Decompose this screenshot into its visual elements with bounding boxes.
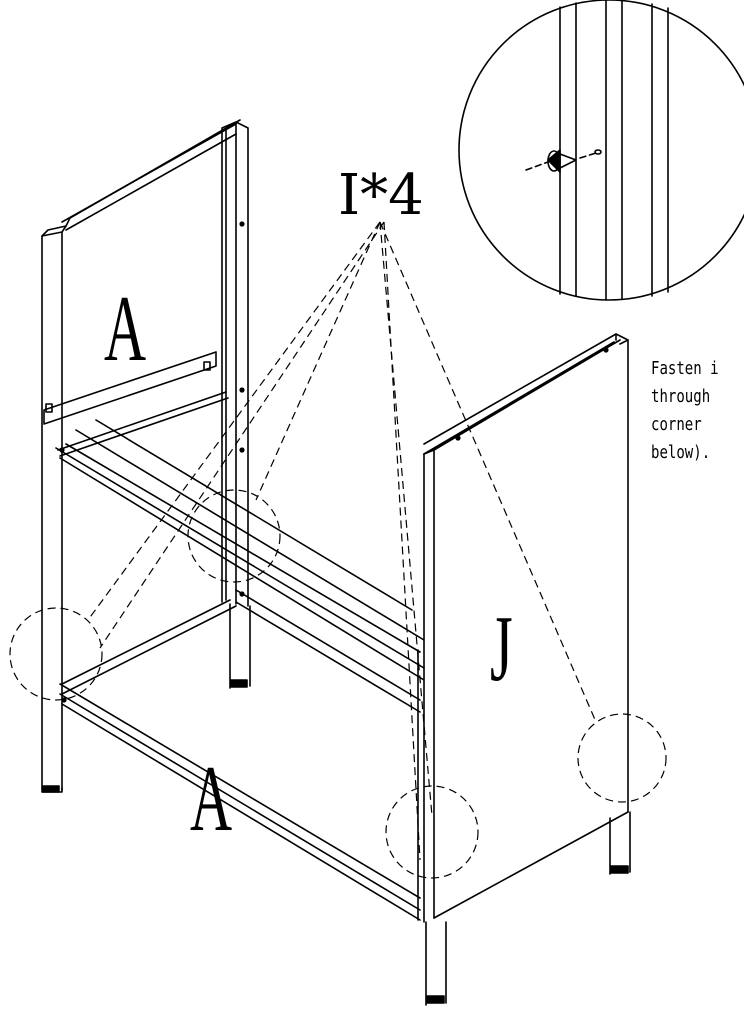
callout-circle-rear-left xyxy=(187,489,281,583)
label-fastener-count: I*4 xyxy=(338,163,424,228)
left-side-frame xyxy=(41,119,251,793)
rear-cross-beam xyxy=(235,589,421,713)
label-panel-j: J xyxy=(490,597,513,701)
callout-circle-front-left xyxy=(9,607,103,701)
bottom-front-beam xyxy=(59,683,421,921)
callout-circle-front-right xyxy=(385,785,479,879)
label-rail-a-bottom: A xyxy=(190,747,233,851)
instruction-line: Fasten i xyxy=(651,358,719,379)
callout-leaders xyxy=(9,221,667,879)
right-side-panel xyxy=(417,333,631,1006)
detail-magnifier xyxy=(458,0,744,301)
instruction-line: through xyxy=(651,386,711,407)
label-panel-a-left: A xyxy=(104,277,147,381)
upper-cross-beam xyxy=(55,419,425,681)
callout-circle-rear-right xyxy=(577,713,667,803)
instruction-line: below). xyxy=(651,442,711,463)
instruction-line: corner xyxy=(651,414,702,435)
